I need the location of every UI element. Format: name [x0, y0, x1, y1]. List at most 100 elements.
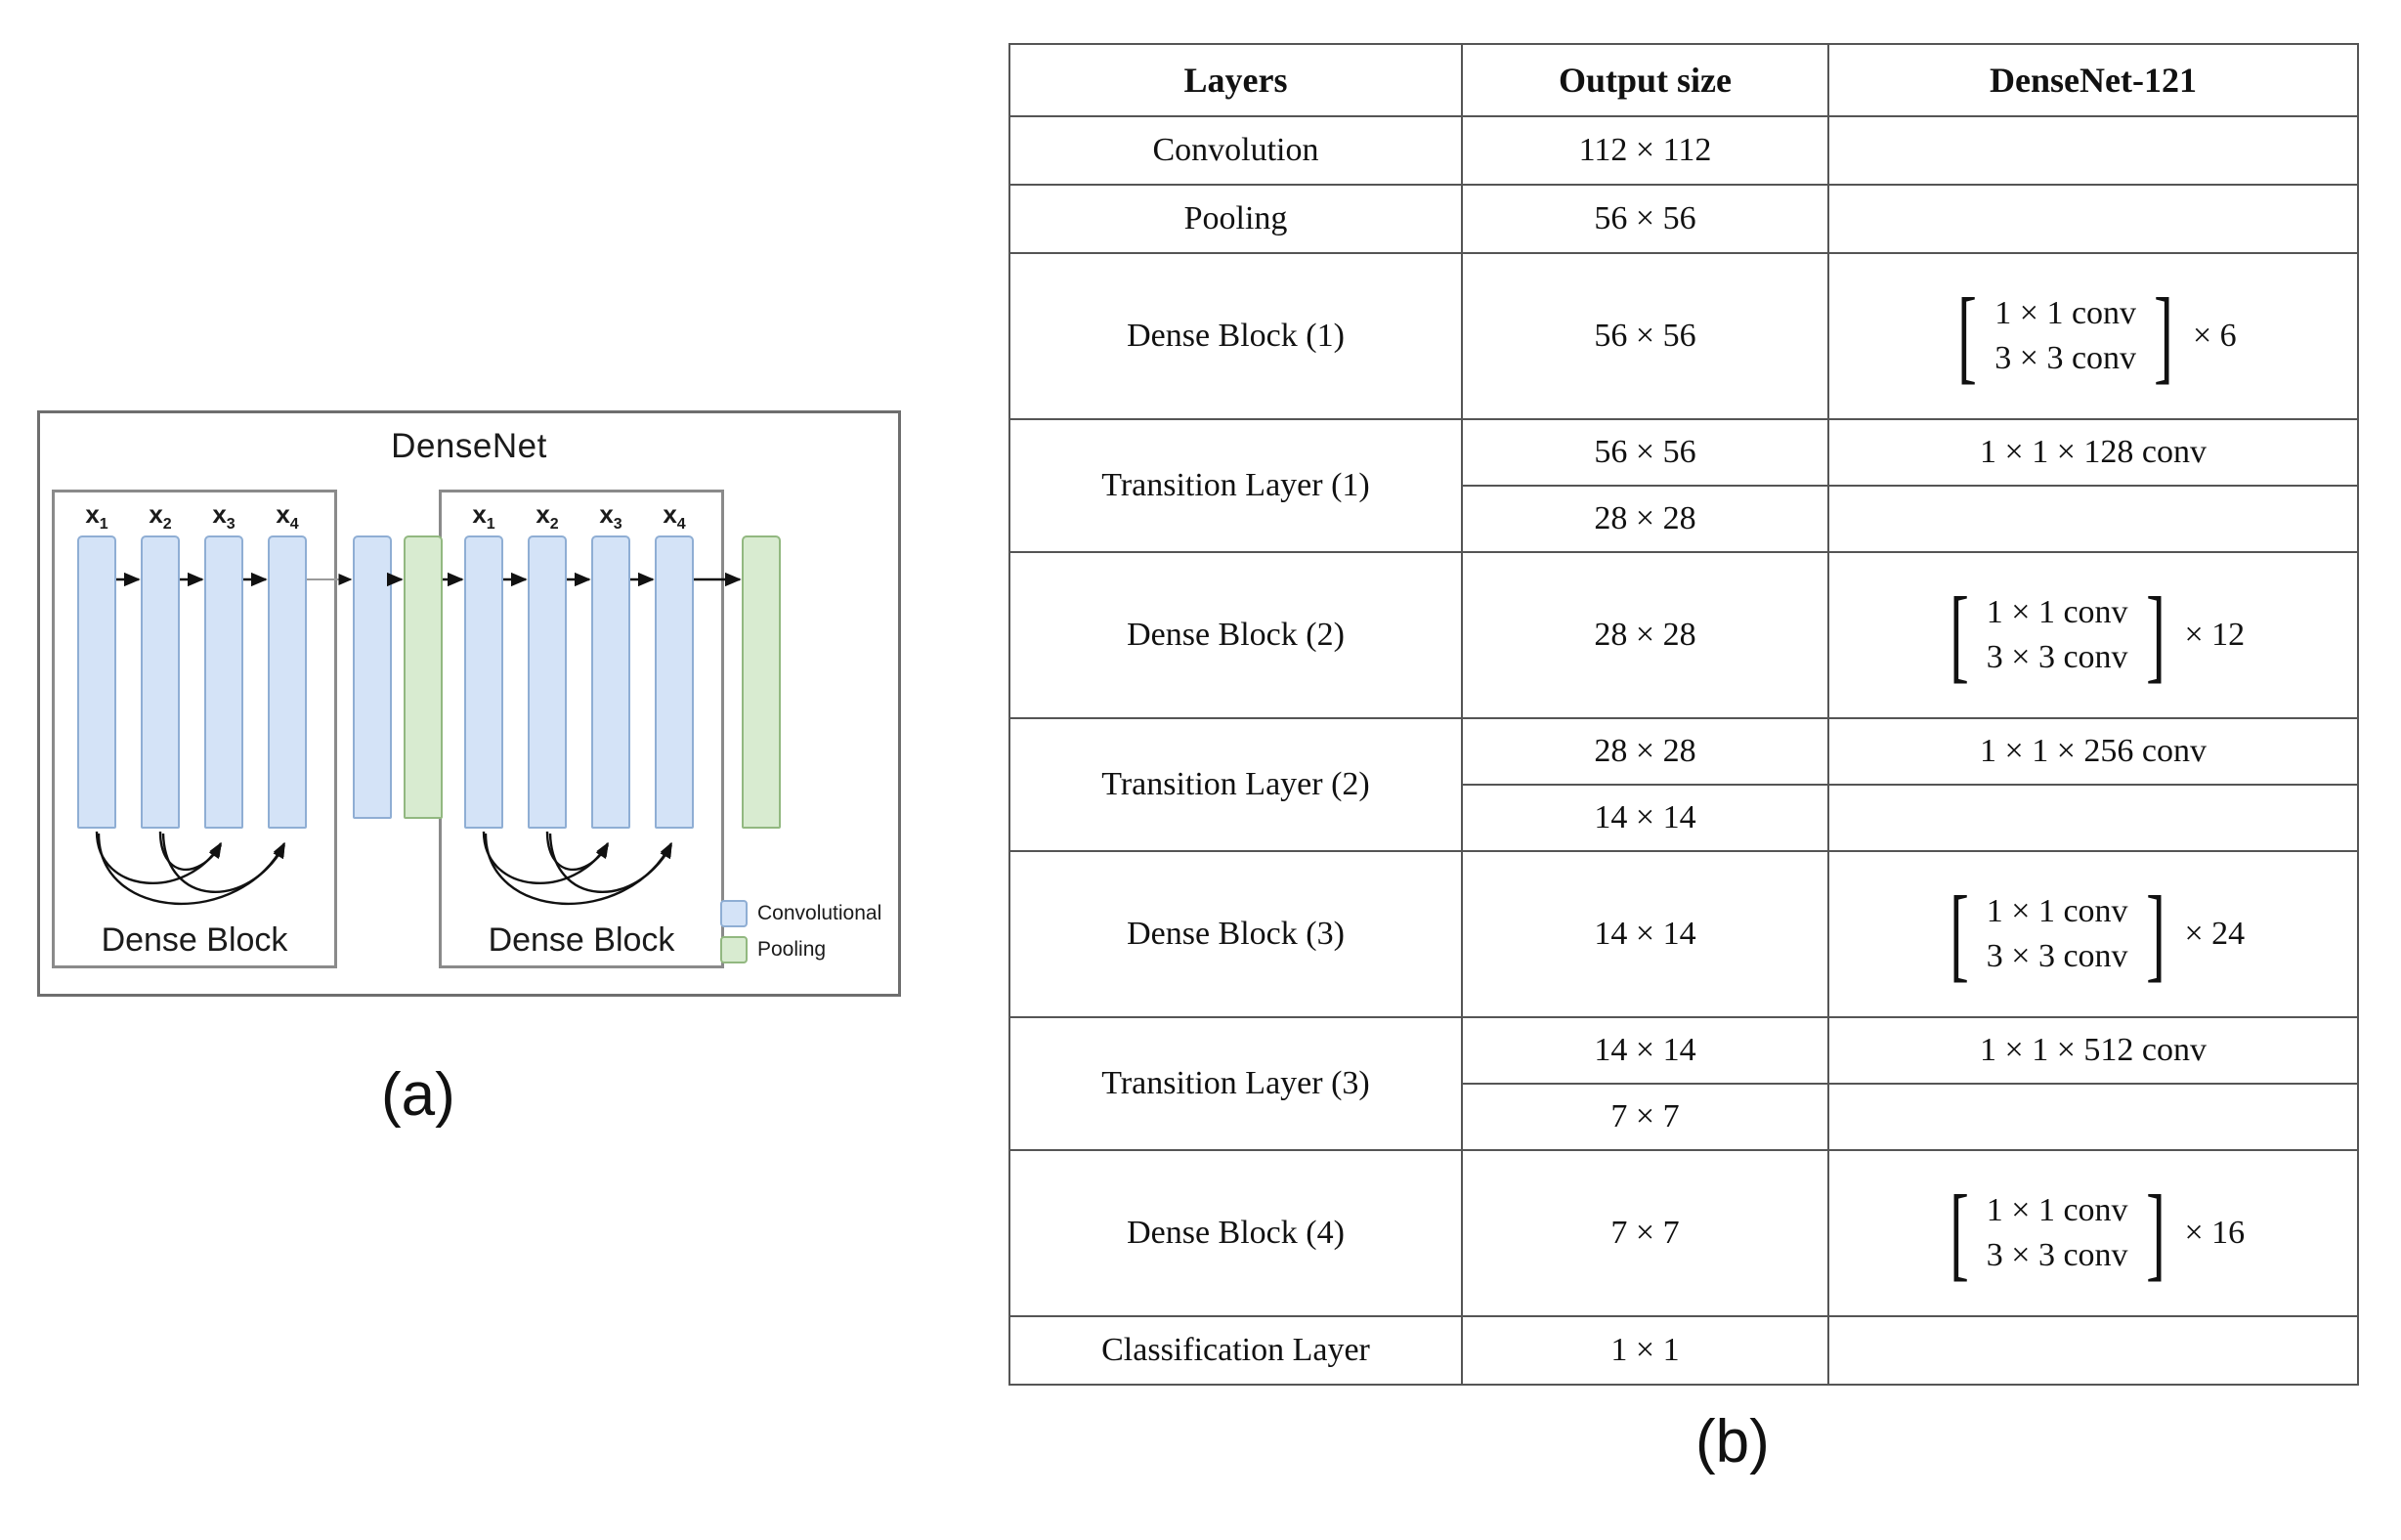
densenet121-spec-table-panel: Layers Output size DenseNet-121 Convolut… [1008, 43, 2359, 1386]
bar-label-x2-block1: x2 [149, 499, 172, 534]
bar-label-x3-block1: x3 [212, 499, 236, 534]
cell-output-dense-block-3: 14 × 14 [1461, 850, 1829, 1018]
column-header-densenet121: DenseNet-121 [1827, 43, 2359, 117]
dense-block-2-caption: Dense Block [488, 921, 675, 959]
cell-output-classification: 1 × 1 [1461, 1315, 1829, 1386]
bar-label-x3-block2: x3 [599, 499, 622, 534]
legend-label-convolutional: Convolutional [757, 902, 882, 924]
table-row: Transition Layer (3) 14 × 14 1 × 1 × 512… [1008, 1016, 2359, 1151]
table-header-row: Layers Output size DenseNet-121 [1008, 43, 2359, 117]
cell-layer-transition-2: Transition Layer (2) [1008, 717, 1463, 852]
cell-arch-transition-2-top: 1 × 1 × 256 conv [1827, 717, 2359, 786]
cell-arch-convolution [1827, 115, 2359, 186]
bracket-left-icon: [ [1949, 576, 1969, 693]
bracket-right-icon: ] [2145, 875, 2165, 992]
densenet-title: DenseNet [391, 427, 547, 465]
bracket-spec-dense-block-4: [ 1 × 1 conv 3 × 3 conv ] × 16 [1942, 1174, 2246, 1291]
cell-output-dense-block-4: 7 × 7 [1461, 1149, 1829, 1317]
final-pool-bar [742, 535, 781, 829]
table-row: Dense Block (2) 28 × 28 [ 1 × 1 conv 3 ×… [1008, 551, 2359, 719]
arch-line-bottom: 3 × 3 conv [1994, 339, 2137, 376]
table-row: Dense Block (3) 14 × 14 [ 1 × 1 conv 3 ×… [1008, 850, 2359, 1018]
cell-output-transition-2-top: 28 × 28 [1461, 717, 1829, 786]
table-row: Transition Layer (1) 56 × 56 1 × 1 × 128… [1008, 418, 2359, 553]
cell-arch-dense-block-1: [ 1 × 1 conv 3 × 3 conv ] × 6 [1827, 252, 2359, 420]
conv-bar-x1-block1 [77, 535, 116, 829]
bar-label-x2-block2: x2 [536, 499, 559, 534]
arch-multiplier: × 6 [2193, 317, 2237, 354]
arch-line-bottom: 3 × 3 conv [1986, 638, 2128, 675]
cell-layer-dense-block-3: Dense Block (3) [1008, 850, 1463, 1018]
arch-multiplier: × 24 [2184, 915, 2246, 952]
arch-line-top: 1 × 1 conv [1986, 1191, 2128, 1228]
cell-output-transition-1-top: 56 × 56 [1461, 418, 1829, 487]
cell-output-transition-2-bottom: 14 × 14 [1461, 784, 1829, 852]
table-row: Dense Block (1) 56 × 56 [ 1 × 1 conv 3 ×… [1008, 252, 2359, 420]
arch-line-top: 1 × 1 conv [1994, 294, 2137, 331]
dense-block-1-caption: Dense Block [101, 921, 288, 959]
bracket-spec-dense-block-1: [ 1 × 1 conv 3 × 3 conv ] × 6 [1950, 277, 2237, 394]
cell-output-convolution: 112 × 112 [1461, 115, 1829, 186]
table-row: 7 × 7 [1009, 1083, 2359, 1151]
cell-arch-transition-3-bottom [1827, 1083, 2359, 1151]
densenet-diagram-panel: DenseNet Dense Block Dense Block x1 x2 x… [0, 0, 997, 1202]
diagram-legend: Convolutional Pooling [720, 900, 886, 972]
table-row: Classification Layer 1 × 1 [1008, 1315, 2359, 1386]
cell-layer-classification: Classification Layer [1008, 1315, 1463, 1386]
table-row: Pooling 56 × 56 [1008, 184, 2359, 254]
column-header-output-size: Output size [1461, 43, 1829, 117]
cell-output-dense-block-1: 56 × 56 [1461, 252, 1829, 420]
cell-layer-dense-block-4: Dense Block (4) [1008, 1149, 1463, 1317]
cell-layer-pooling: Pooling [1008, 184, 1463, 254]
bar-label-x4-block1: x4 [276, 499, 299, 534]
bracket-right-icon: ] [2145, 576, 2165, 693]
cell-arch-transition-1-top: 1 × 1 × 128 conv [1827, 418, 2359, 487]
cell-layer-transition-1: Transition Layer (1) [1008, 418, 1463, 553]
transition-conv-bar [353, 535, 392, 819]
arch-multiplier: × 12 [2184, 616, 2246, 653]
subfigure-label-a: (a) [381, 1061, 455, 1129]
conv-bar-x4-block1 [268, 535, 307, 829]
cell-layer-dense-block-1: Dense Block (1) [1008, 252, 1463, 420]
table-row: 28 × 28 [1009, 485, 2359, 553]
cell-arch-classification [1827, 1315, 2359, 1386]
bracket-spec-dense-block-2: [ 1 × 1 conv 3 × 3 conv ] × 12 [1942, 576, 2246, 693]
table-row: 14 × 14 [1009, 784, 2359, 852]
legend-item-convolutional: Convolutional [720, 900, 886, 927]
cell-layer-dense-block-2: Dense Block (2) [1008, 551, 1463, 719]
transition-pool-bar [404, 535, 443, 819]
cell-arch-dense-block-4: [ 1 × 1 conv 3 × 3 conv ] × 16 [1827, 1149, 2359, 1317]
cell-arch-transition-2-bottom [1827, 784, 2359, 852]
densenet121-spec-table: Layers Output size DenseNet-121 Convolut… [1008, 43, 2359, 1386]
cell-output-dense-block-2: 28 × 28 [1461, 551, 1829, 719]
bracket-right-icon: ] [2145, 1174, 2165, 1291]
bracket-left-icon: [ [1957, 277, 1978, 394]
bracket-left-icon: [ [1949, 875, 1969, 992]
legend-label-pooling: Pooling [757, 938, 827, 961]
arch-line-top: 1 × 1 conv [1986, 892, 2128, 929]
bracket-left-icon: [ [1949, 1174, 1969, 1291]
cell-layer-convolution: Convolution [1008, 115, 1463, 186]
legend-item-pooling: Pooling [720, 936, 886, 963]
conv-bar-x4-block2 [655, 535, 694, 829]
table-row: Dense Block (4) 7 × 7 [ 1 × 1 conv 3 × 3… [1008, 1149, 2359, 1317]
column-header-layers: Layers [1008, 43, 1463, 117]
cell-arch-pooling [1827, 184, 2359, 254]
bar-label-x4-block2: x4 [663, 499, 686, 534]
square-swatch-icon-pooling [720, 936, 748, 963]
conv-bar-x2-block2 [528, 535, 567, 829]
conv-bar-x2-block1 [141, 535, 180, 829]
cell-arch-dense-block-2: [ 1 × 1 conv 3 × 3 conv ] × 12 [1827, 551, 2359, 719]
cell-output-transition-3-top: 14 × 14 [1461, 1016, 1829, 1085]
square-swatch-icon-convolutional [720, 900, 748, 927]
arch-multiplier: × 16 [2184, 1214, 2246, 1251]
arch-line-top: 1 × 1 conv [1986, 593, 2128, 630]
bracket-spec-dense-block-3: [ 1 × 1 conv 3 × 3 conv ] × 24 [1942, 875, 2246, 992]
table-row: Transition Layer (2) 28 × 28 1 × 1 × 256… [1008, 717, 2359, 852]
conv-bar-x3-block2 [591, 535, 630, 829]
bracket-right-icon: ] [2154, 277, 2173, 394]
cell-output-pooling: 56 × 56 [1461, 184, 1829, 254]
conv-bar-x1-block2 [464, 535, 503, 829]
arch-line-bottom: 3 × 3 conv [1986, 1236, 2128, 1273]
table-row: Convolution 112 × 112 [1008, 115, 2359, 186]
